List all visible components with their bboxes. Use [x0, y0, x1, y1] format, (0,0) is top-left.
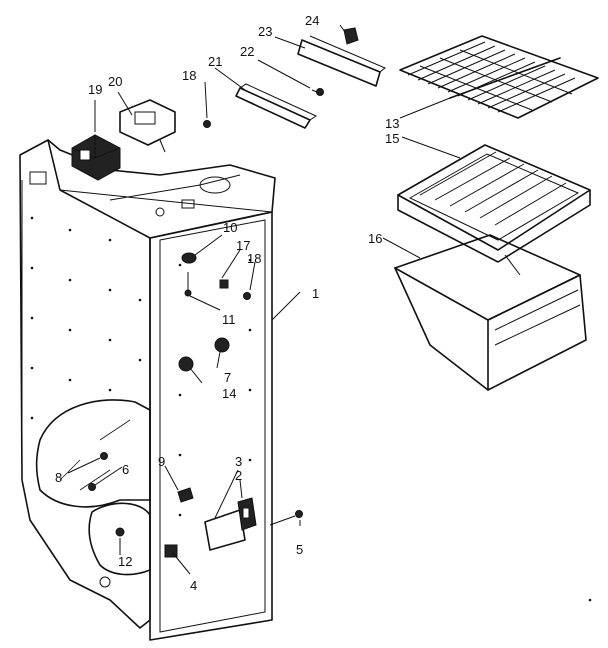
- callout-18-lower: 18: [247, 251, 261, 266]
- part-11-screw: [184, 272, 192, 297]
- part-5-screw: [269, 510, 303, 526]
- part-17-clip: [219, 279, 229, 289]
- part-10-thermostat-knob: [181, 252, 197, 264]
- callout-23: 23: [258, 24, 272, 39]
- part-7-light-socket: [214, 337, 230, 353]
- part-16-crisper-drawer: [394, 234, 587, 391]
- part-23-rail: [297, 35, 386, 87]
- callout-7: 7: [224, 370, 231, 385]
- callout-18-upper: 18: [182, 68, 196, 83]
- insulation-cutout-lower: [88, 502, 151, 576]
- panel-dots: [30, 216, 592, 602]
- part-22-screw: [311, 88, 324, 96]
- callout-24: 24: [305, 13, 319, 28]
- insulation-cutout-upper: [35, 399, 151, 508]
- part-9-switch: [177, 487, 194, 503]
- part-19-control-housing: [71, 134, 121, 181]
- callout-4: 4: [190, 578, 197, 593]
- callout-2: 2: [235, 468, 242, 483]
- callout-16: 16: [368, 231, 382, 246]
- callout-6: 6: [122, 462, 129, 477]
- part-3-damper: [204, 509, 246, 551]
- part-15-glass-shelf: [397, 144, 591, 263]
- part-21-rail: [235, 83, 318, 129]
- callout-15: 15: [385, 131, 399, 146]
- callout-13: 13: [385, 116, 399, 131]
- callout-8: 8: [55, 470, 62, 485]
- callout-3: 3: [235, 454, 242, 469]
- part-24-clip: [343, 27, 359, 45]
- callout-9: 9: [158, 454, 165, 469]
- callout-labels: 1 2 3 4 5 6 7 8 9 10 11 12 13 14 15 16 1…: [55, 13, 399, 593]
- part-20-bracket: [119, 99, 176, 153]
- part-8-screw: [100, 452, 108, 460]
- callout-19: 19: [88, 82, 102, 97]
- callout-5: 5: [296, 542, 303, 557]
- part-13-wire-shelf: [399, 35, 599, 119]
- leader-lines: [67, 24, 461, 575]
- part-12-grommet: [115, 527, 125, 537]
- part-6-screw: [88, 483, 96, 491]
- callout-10: 10: [223, 220, 237, 235]
- part-14-light-bulb: [178, 356, 194, 372]
- part-18-screw-upper: [203, 120, 211, 128]
- callout-14: 14: [222, 386, 236, 401]
- callout-12: 12: [118, 554, 132, 569]
- part-18-screw-lower: [243, 292, 251, 300]
- callout-11: 11: [222, 312, 236, 327]
- callout-21: 21: [208, 54, 222, 69]
- callout-22: 22: [240, 44, 254, 59]
- part-2-bracket: [237, 497, 257, 531]
- callout-20: 20: [108, 74, 122, 89]
- callout-17: 17: [236, 238, 250, 253]
- callout-1: 1: [312, 286, 319, 301]
- cabinet-liner: [19, 139, 592, 641]
